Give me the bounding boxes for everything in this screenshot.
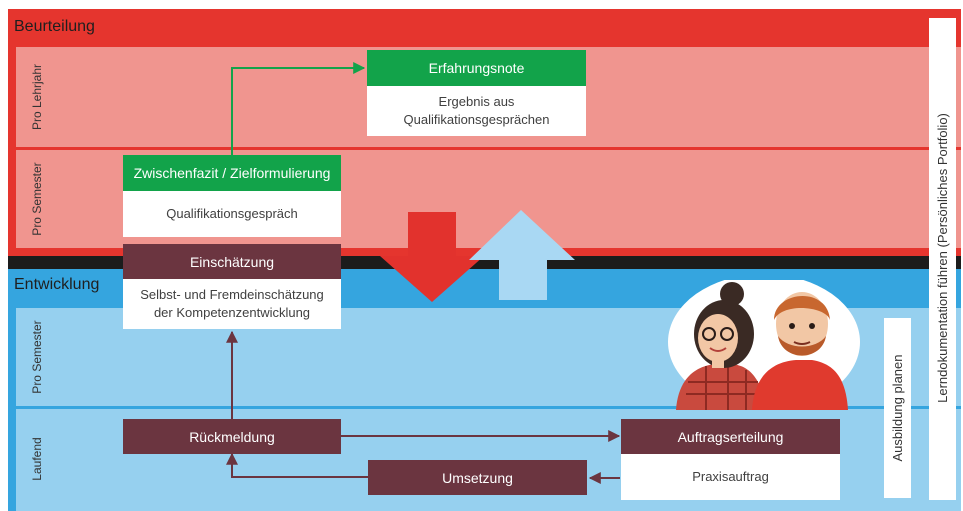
down-arrow-icon (380, 212, 484, 302)
einschaetzung-body: Selbst- und Fremdeinschätzung der Kompet… (123, 279, 341, 329)
connector-zwischenfazit-erfahrungsnote (231, 62, 366, 156)
umsetzung-box: Umsetzung (368, 460, 587, 495)
auftragserteilung-title: Auftragserteilung (621, 419, 840, 454)
entwicklung-title: Entwicklung (14, 276, 100, 293)
ausbildung-planen-panel (884, 318, 911, 498)
lerndokumentation-panel (929, 18, 956, 500)
two-apprentices-illustration (668, 280, 860, 410)
zwischenfazit-title: Zwischenfazit / Zielformulierung (123, 155, 341, 191)
connector-umsetzung-rueckmeldung (226, 452, 368, 478)
up-arrow-icon (469, 210, 575, 300)
man-body (752, 360, 848, 410)
einschaetzung-title: Einschätzung (123, 244, 341, 279)
zwischenfazit-body: Qualifikationsgespräch (123, 191, 341, 237)
erfahrungsnote-title: Erfahrungsnote (367, 50, 586, 86)
woman-body (676, 364, 766, 410)
rueckmeldung-box: Rückmeldung (123, 419, 341, 454)
beurteilung-title: Beurteilung (14, 18, 95, 35)
auftragserteilung-body: Praxisauftrag (621, 454, 840, 500)
erfahrungsnote-body: Ergebnis aus Qualifikationsgesprächen (367, 86, 586, 136)
